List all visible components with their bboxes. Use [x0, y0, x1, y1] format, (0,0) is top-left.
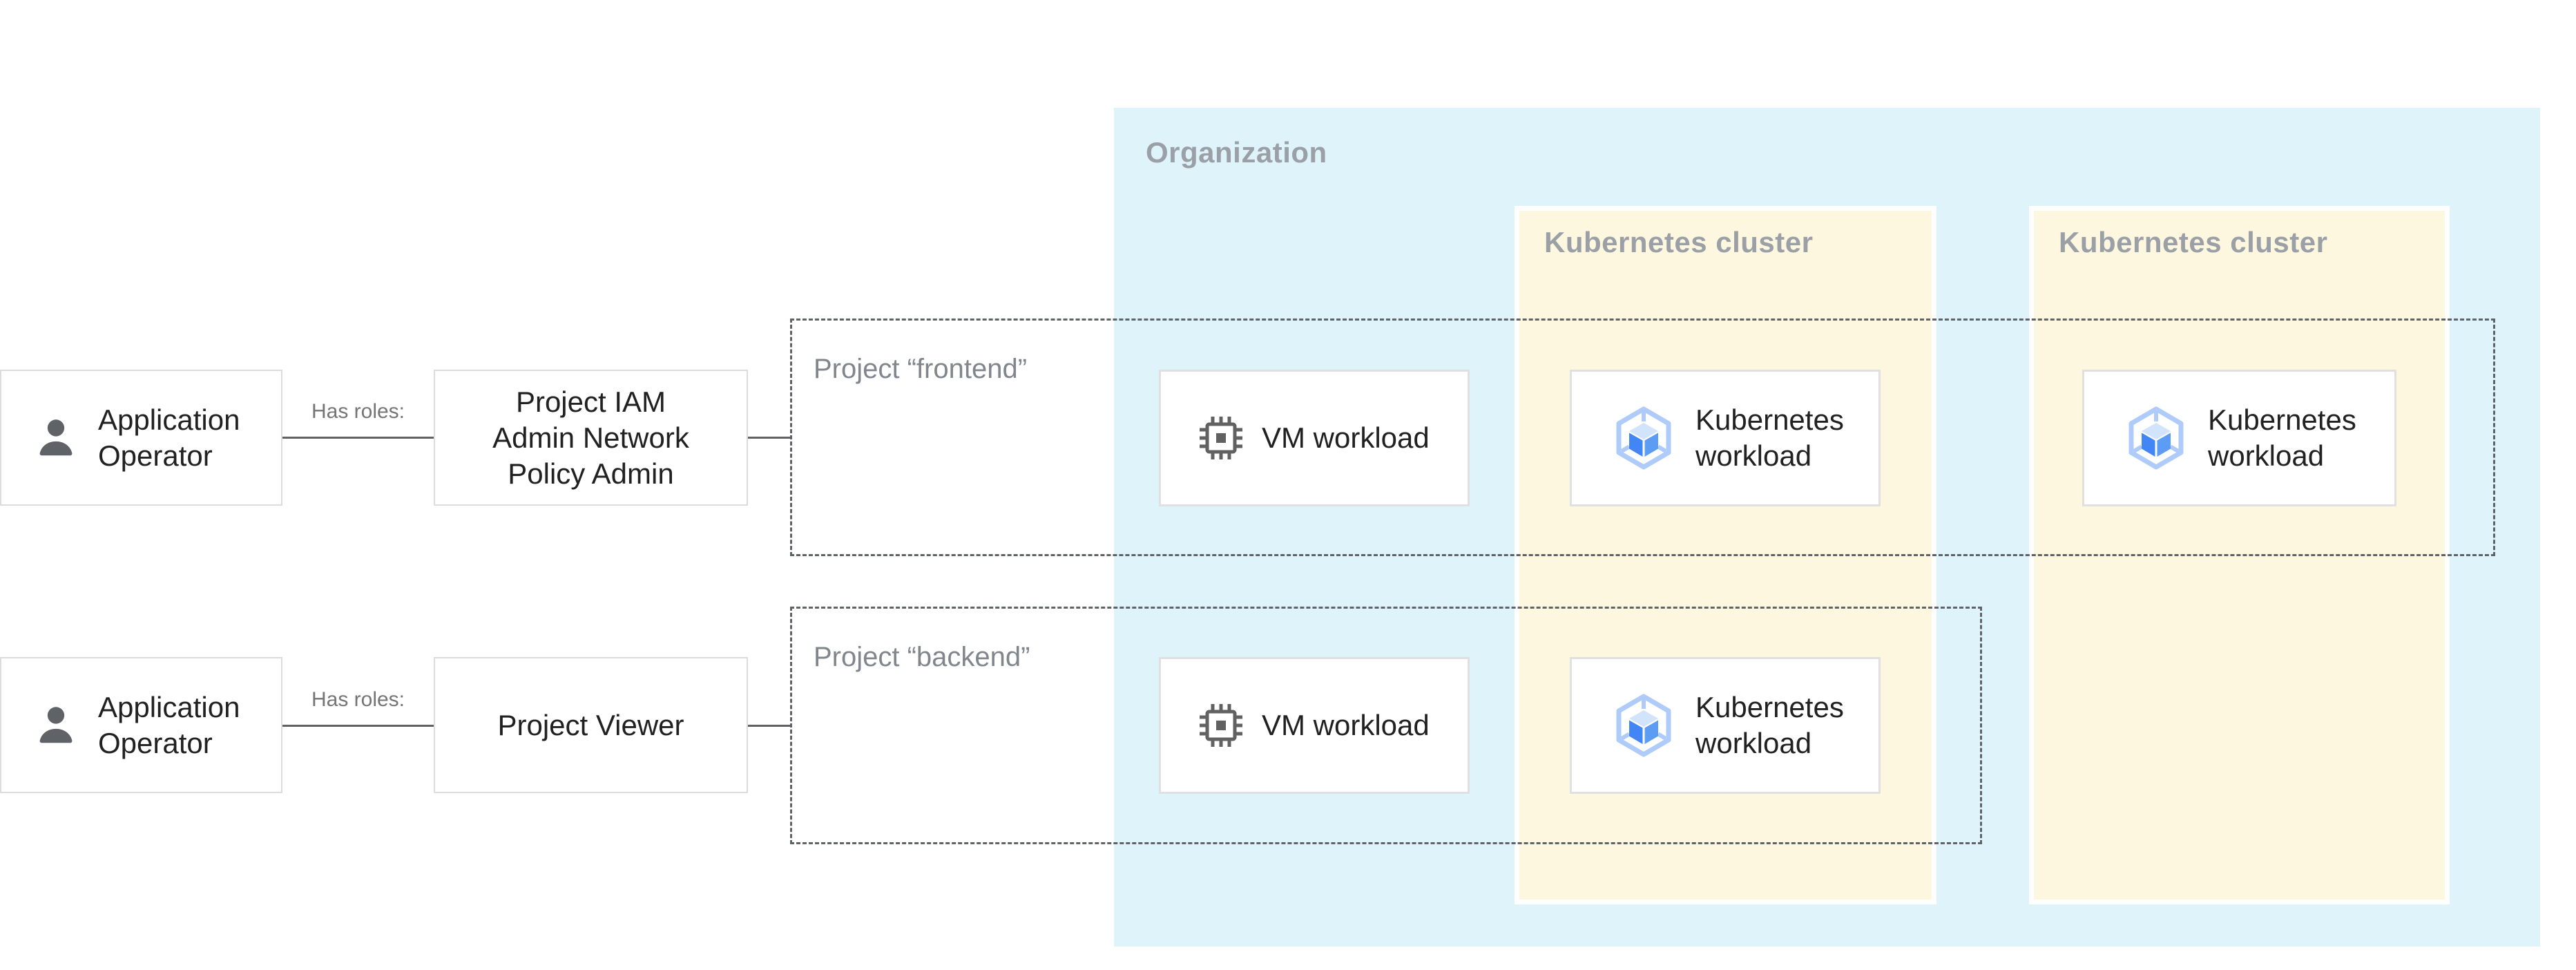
vm-workload-box-frontend: VM workload — [1159, 370, 1470, 506]
kubernetes-workload-label: Kubernetes workload — [1695, 691, 1844, 759]
organization-label: Organization — [1146, 136, 1327, 169]
project-frontend-boundary — [790, 318, 2495, 556]
application-operator-box-2: Application Operator — [0, 657, 282, 793]
kubernetes-icon — [2127, 406, 2185, 470]
person-icon — [32, 414, 80, 462]
kubernetes-workload-label: Kubernetes workload — [2208, 403, 2356, 472]
vm-workload-label: VM workload — [1262, 421, 1430, 454]
kubernetes-cluster-2-label: Kubernetes cluster — [2059, 226, 2328, 258]
project-backend-boundary — [790, 607, 1982, 844]
project-backend-label: Project “backend” — [814, 642, 1030, 672]
application-operator-box-1: Application Operator — [0, 370, 282, 506]
role-box-project-viewer: Project Viewer — [434, 657, 748, 793]
kubernetes-cluster-1-label: Kubernetes cluster — [1544, 226, 1814, 258]
vm-workload-box-backend: VM workload — [1159, 657, 1470, 794]
person-icon — [32, 701, 80, 750]
kubernetes-icon — [1615, 694, 1673, 757]
kubernetes-workload-label: Kubernetes workload — [1695, 403, 1844, 472]
role-box-project-iam-admin: Project IAM Admin Network Policy Admin — [434, 370, 748, 506]
connector-actor2-role2 — [282, 725, 434, 727]
role-label-project-iam-admin: Project IAM Admin Network Policy Admin — [492, 385, 689, 490]
vm-workload-label: VM workload — [1262, 709, 1430, 741]
application-operator-label-2: Application Operator — [98, 690, 240, 759]
has-roles-label-2: Has roles: — [311, 688, 405, 711]
chip-icon — [1198, 415, 1244, 461]
connector-role2-backend — [748, 725, 790, 727]
has-roles-label-1: Has roles: — [311, 400, 405, 423]
kubernetes-workload-box-backend-cluster1: Kubernetes workload — [1570, 657, 1881, 794]
connector-role1-frontend — [748, 437, 790, 439]
project-frontend-label: Project “frontend” — [814, 354, 1028, 384]
kubernetes-workload-box-frontend-cluster1: Kubernetes workload — [1570, 370, 1881, 506]
role-label-project-viewer: Project Viewer — [497, 708, 684, 741]
kubernetes-icon — [1615, 406, 1673, 470]
chip-icon — [1198, 703, 1244, 748]
application-operator-label-1: Application Operator — [98, 403, 240, 472]
kubernetes-workload-box-frontend-cluster2: Kubernetes workload — [2082, 370, 2396, 506]
connector-actor1-role1 — [282, 437, 434, 439]
